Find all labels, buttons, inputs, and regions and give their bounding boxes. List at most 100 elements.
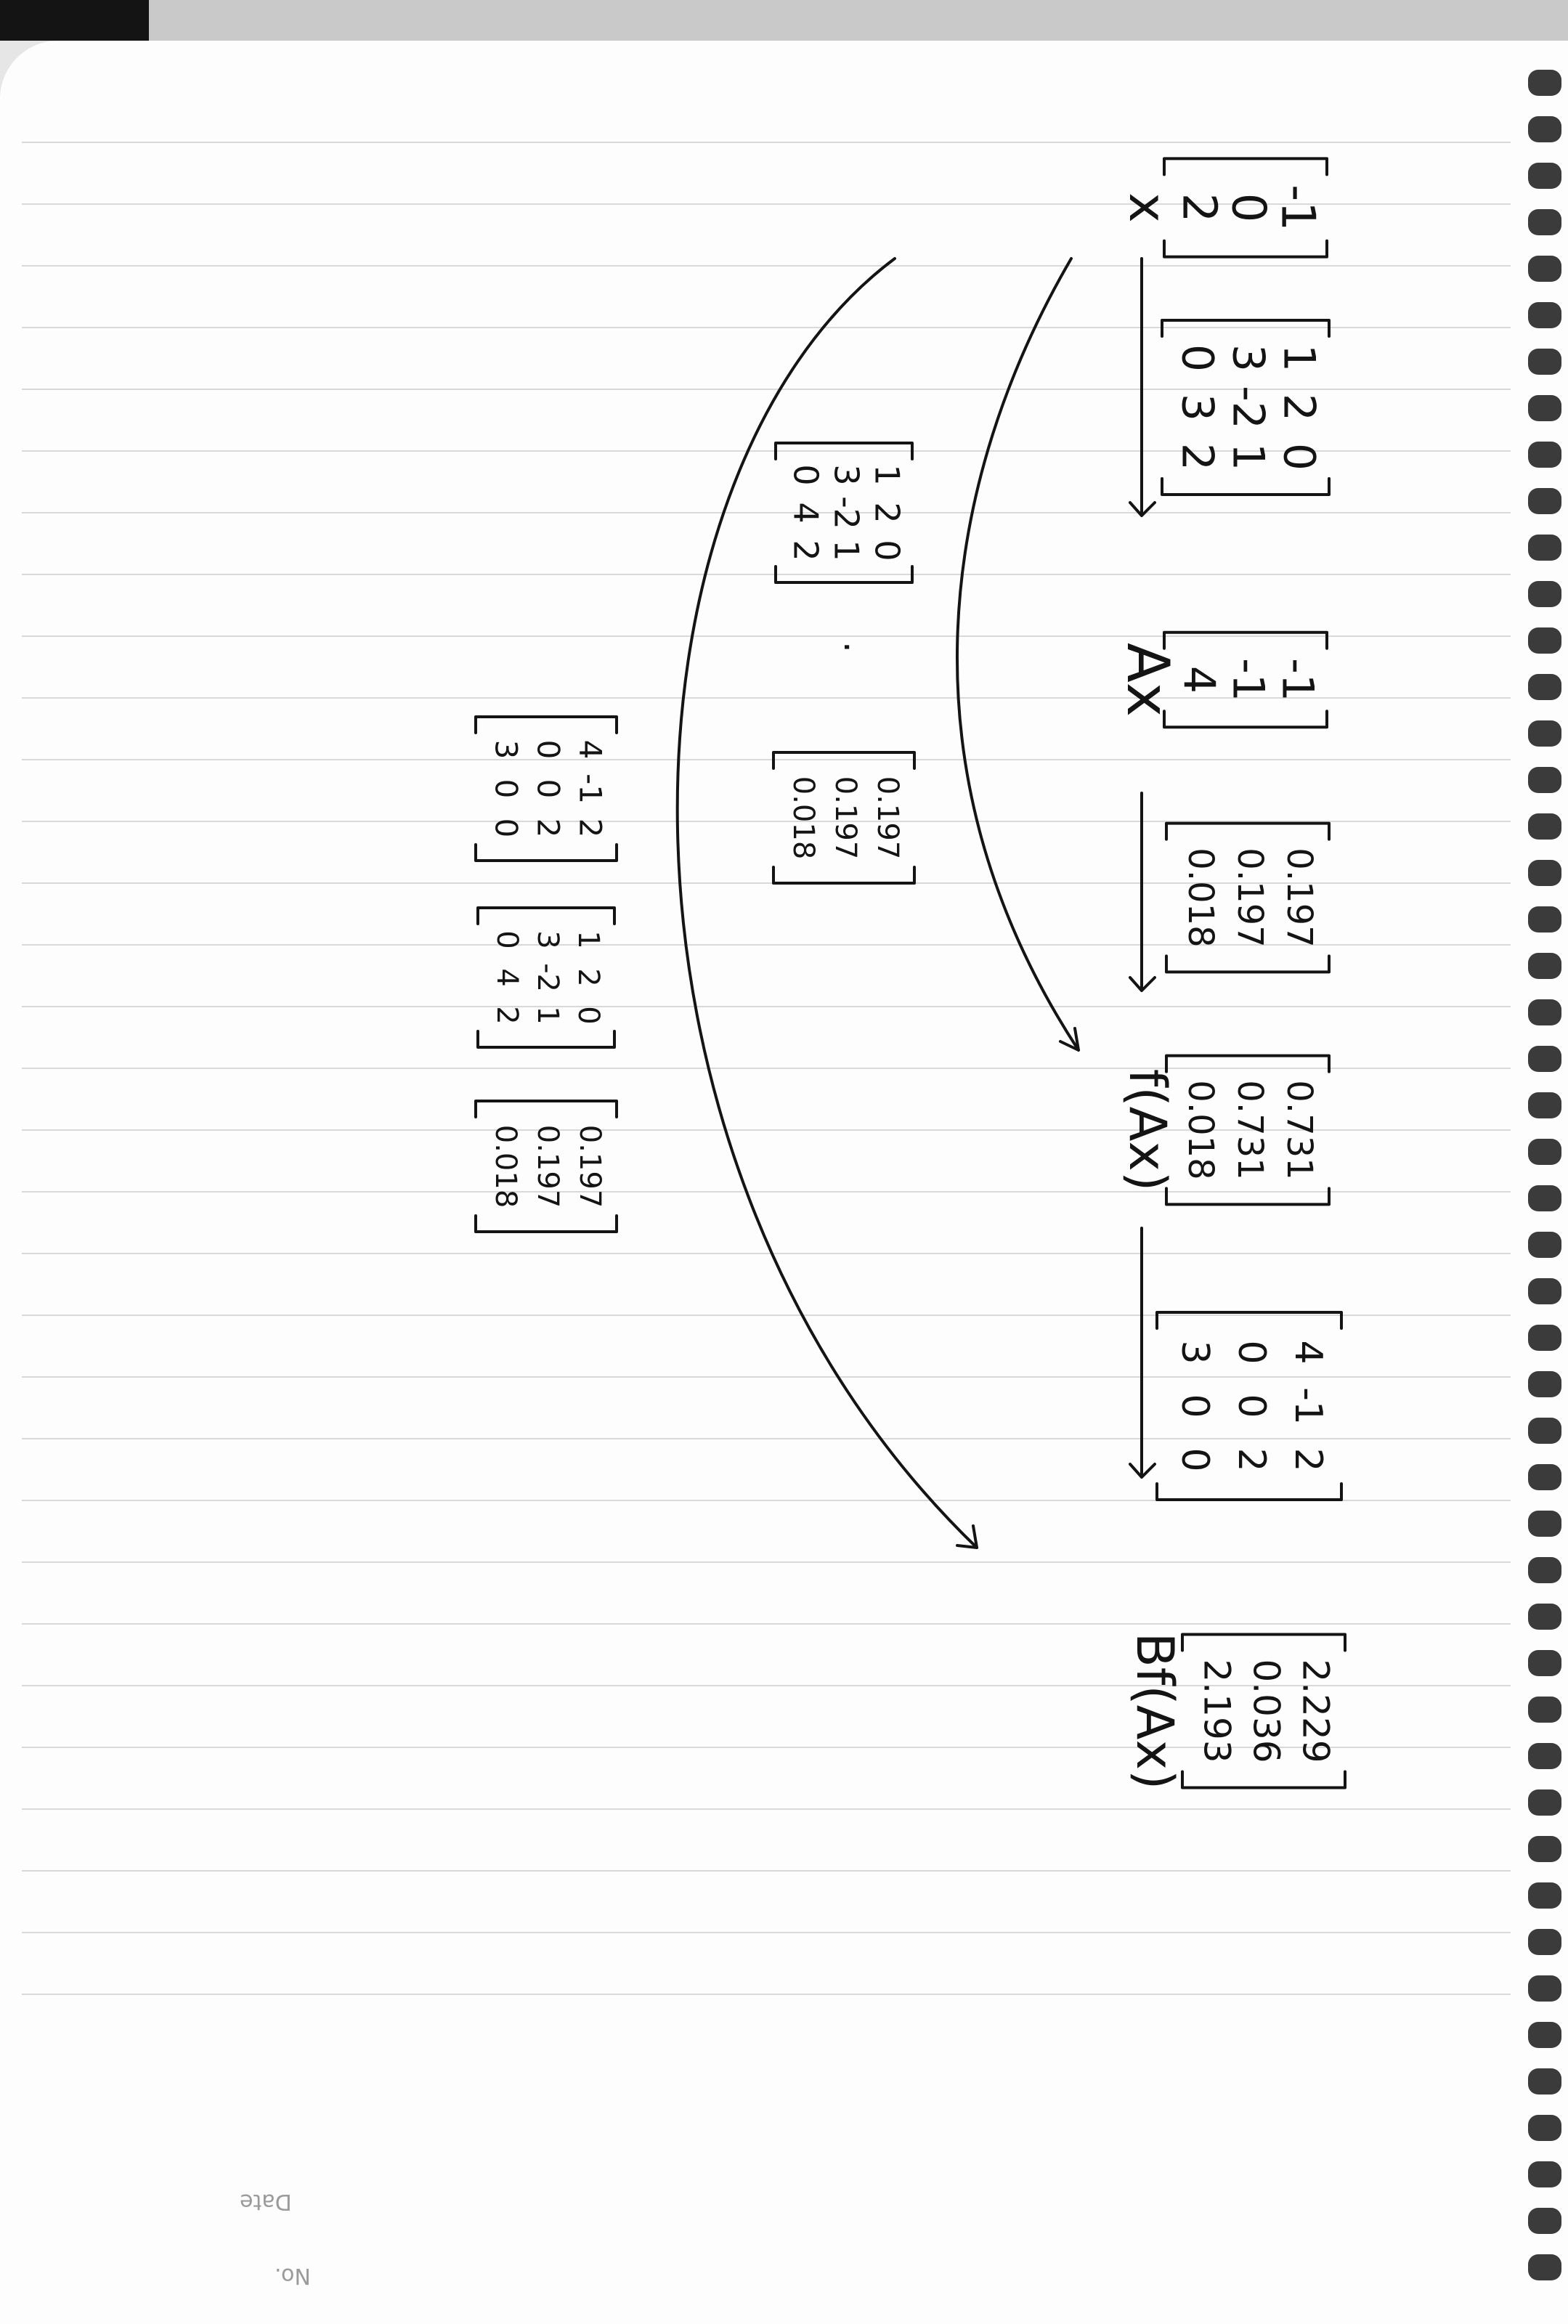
arrow-Ax-to-f-head	[1129, 976, 1156, 992]
B-matrix-cell: 0	[1173, 1394, 1216, 1418]
bottom-vector: 0.197 0.197 0.018	[474, 1100, 618, 1233]
binding-ring	[1528, 2115, 1561, 2141]
bottom-B-matrix-cell: 0	[489, 818, 524, 838]
binding-ring	[1528, 1511, 1561, 1537]
bottom-A-matrix-cell: 4	[490, 968, 524, 986]
binding-ring	[1528, 1046, 1561, 1072]
x-vector: -102	[1163, 157, 1328, 259]
A-matrix-cell: 0	[1273, 443, 1324, 471]
A-matrix-cell: 1	[1222, 443, 1273, 471]
side-vector-brackets	[772, 751, 916, 885]
f-label-text: f(Ax)	[1118, 1069, 1177, 1192]
bottom-A-matrix-cell: 0	[490, 930, 524, 948]
side-vector-cell: 0.197	[829, 776, 862, 860]
A-matrix-cell: -2	[1222, 386, 1273, 429]
x-vector-cell: 0	[1221, 193, 1275, 223]
result-vector-cell: 0.036	[1246, 1659, 1288, 1763]
binding-ring	[1528, 860, 1561, 886]
binding-ring	[1528, 953, 1561, 979]
handwritten-work: -102x1203-21032-1-14Ax0.1970.1970.0180.7…	[474, 157, 1346, 1790]
binding-ring	[1528, 2161, 1561, 2187]
curve-arrow-outer-head	[956, 1524, 978, 1549]
side-dot: ·	[826, 641, 868, 653]
B-matrix-cell: 0	[1230, 1394, 1273, 1418]
binding-ring	[1528, 535, 1561, 561]
binding-ring	[1528, 442, 1561, 468]
side-A-matrix-cell: 1	[827, 540, 866, 561]
binding-ring	[1528, 813, 1561, 840]
f-label: f(Ax)	[1118, 1069, 1177, 1192]
binding-ring	[1528, 627, 1561, 654]
binding-ring	[1528, 1789, 1561, 1816]
binding-ring	[1528, 302, 1561, 328]
B-matrix-cell: 2	[1286, 1447, 1330, 1471]
binding-ring	[1528, 1185, 1561, 1211]
bottom-vector-cell: 0.197	[531, 1125, 564, 1208]
binding-ring	[1528, 720, 1561, 747]
bottom-A-matrix-cell: 2	[572, 968, 605, 986]
spiral-binding	[1528, 70, 1561, 2280]
binding-ring	[1528, 999, 1561, 1025]
binding-ring	[1528, 2022, 1561, 2048]
side-A-matrix-cell: 4	[787, 502, 826, 523]
curve-arrow-outer	[675, 257, 978, 1549]
result-label-text: Bf(Ax)	[1125, 1633, 1185, 1790]
bottom-B-matrix-brackets	[474, 715, 618, 862]
B-matrix-brackets	[1155, 1311, 1343, 1501]
binding-ring	[1528, 349, 1561, 375]
binding-ring	[1528, 1697, 1561, 1723]
bottom-vector-cell: 0.197	[573, 1125, 606, 1208]
A-matrix-brackets	[1161, 319, 1331, 496]
sigmoid-vector-cell: 0.197	[1279, 848, 1320, 947]
binding-ring	[1528, 906, 1561, 933]
binding-ring	[1528, 1278, 1561, 1304]
bottom-B-matrix-cell: 2	[531, 818, 566, 838]
A-matrix-cell: 0	[1171, 344, 1222, 372]
A-matrix-cell: 1	[1273, 344, 1324, 372]
B-matrix-cell: 3	[1173, 1340, 1216, 1364]
Ax-label: Ax	[1114, 643, 1182, 717]
binding-ring	[1528, 488, 1561, 514]
binding-ring	[1528, 256, 1561, 282]
main-pipeline: -102x1203-21032-1-14Ax0.1970.1970.0180.7…	[1114, 157, 1346, 1790]
top-bar-dark-corner	[0, 0, 149, 41]
f-vector-brackets	[1165, 1054, 1331, 1206]
A-matrix-cell: 2	[1273, 394, 1324, 421]
side-dot-text: ·	[826, 641, 868, 653]
f-vector-cell: 0.731	[1230, 1080, 1270, 1179]
binding-ring	[1528, 1139, 1561, 1165]
top-bar	[0, 0, 1568, 41]
curve-arrow-inner-head	[1059, 1027, 1080, 1052]
binding-ring	[1528, 2208, 1561, 2234]
side-A-matrix-brackets	[774, 442, 914, 584]
x-label-text: x	[1118, 192, 1177, 222]
binding-ring	[1528, 674, 1561, 700]
Ax-vector-cell: -1	[1272, 658, 1323, 702]
binding-ring	[1528, 1371, 1561, 1397]
B-matrix-cell: 0	[1230, 1340, 1273, 1364]
binding-ring	[1528, 1882, 1561, 1909]
result-vector-brackets	[1181, 1633, 1346, 1789]
binding-ring	[1528, 395, 1561, 421]
bottom-B-matrix-cell: 0	[489, 779, 524, 799]
bottom-A-matrix-cell: 0	[572, 1006, 605, 1024]
arrow-f-to-B-head	[1129, 1463, 1156, 1479]
side-vector-cell: 0.197	[871, 776, 904, 860]
result-vector-cell: 2.229	[1295, 1659, 1337, 1763]
binding-ring	[1528, 1325, 1561, 1351]
Ax-vector: -1-14	[1163, 630, 1328, 729]
f-vector-cell: 0.018	[1180, 1080, 1221, 1179]
binding-ring	[1528, 581, 1561, 607]
binding-ring	[1528, 1232, 1561, 1258]
bottom-vector-cell: 0.018	[489, 1125, 522, 1208]
Ax-vector-cell: -1	[1222, 658, 1273, 702]
bottom-A-matrix-cell: 1	[531, 1006, 564, 1024]
side-A-matrix-cell: -2	[827, 496, 866, 529]
